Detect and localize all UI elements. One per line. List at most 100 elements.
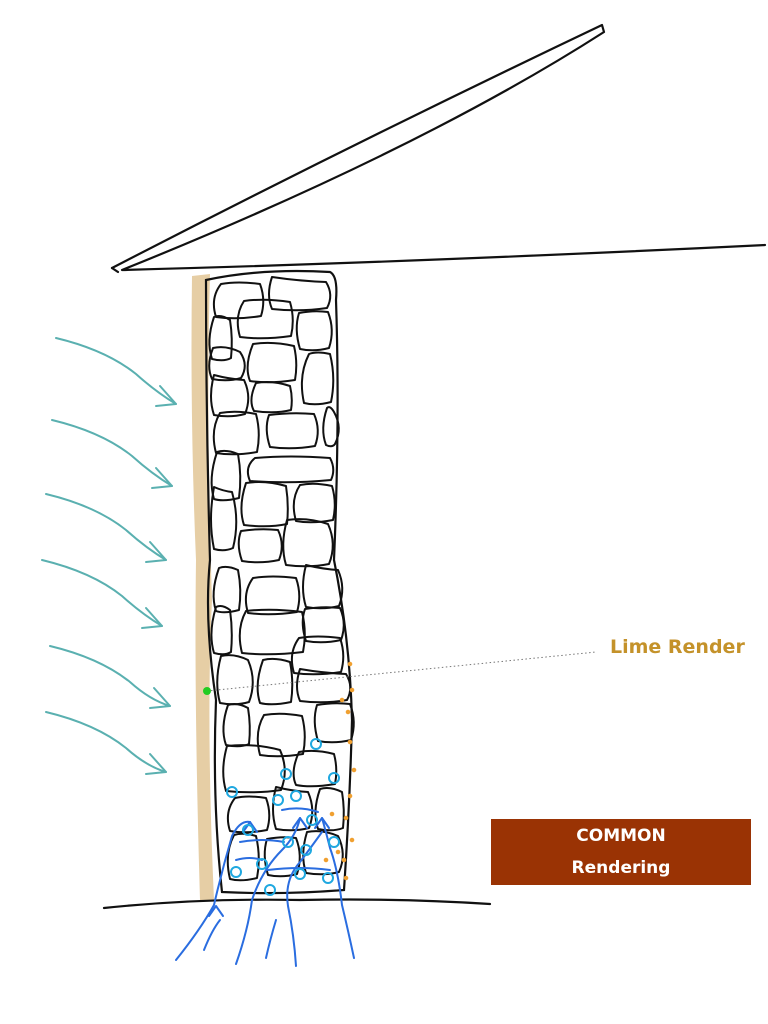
salt-dot	[329, 811, 335, 817]
stone	[265, 412, 319, 450]
moisture-ring	[264, 884, 276, 896]
stone	[302, 564, 344, 610]
salt-dot	[347, 793, 353, 799]
rain-arrow-head	[155, 385, 177, 407]
stone	[222, 744, 286, 794]
rain-arrow-shaft	[45, 711, 167, 773]
salt-dot	[345, 709, 351, 715]
damp-arrow-shaft	[203, 919, 221, 951]
stone	[296, 668, 352, 704]
stone	[282, 518, 334, 568]
rain-arrow-head	[149, 687, 171, 709]
damp-arrow-shaft	[235, 817, 301, 965]
stone	[313, 702, 355, 744]
moisture-ring	[310, 738, 322, 750]
stone	[210, 449, 242, 502]
salt-dot	[341, 857, 347, 863]
moisture-ring	[280, 768, 292, 780]
callout-label: Lime Render	[610, 636, 745, 658]
stone	[238, 608, 306, 656]
moisture-ring	[230, 866, 242, 878]
stone	[256, 712, 306, 758]
rain-arrow-head	[145, 541, 167, 563]
stone	[244, 575, 301, 616]
stone	[226, 795, 271, 834]
salt-dot	[347, 661, 353, 667]
rain-arrow-shaft	[45, 493, 167, 561]
title-box: COMMON Rendering	[491, 819, 751, 885]
stone	[322, 406, 340, 448]
moisture-ring	[242, 824, 254, 836]
title-box-line2: Rendering	[571, 858, 671, 878]
damp-link	[281, 807, 319, 813]
stone	[240, 481, 289, 528]
stone	[208, 315, 233, 362]
stone	[237, 528, 283, 564]
damp-arrow-head	[292, 817, 308, 829]
stone	[208, 346, 246, 382]
stone-pattern	[208, 276, 355, 882]
rain-arrow-shaft	[41, 559, 163, 627]
stone	[300, 351, 335, 406]
rain-arrow-head	[151, 467, 173, 489]
stone	[250, 381, 293, 414]
callout-dot	[203, 687, 211, 695]
ground-line	[102, 898, 492, 910]
stone	[290, 635, 345, 676]
rain-arrow-shaft	[51, 419, 173, 487]
moisture-ring	[282, 836, 294, 848]
salt-dot	[349, 687, 355, 693]
moisture-marks	[226, 738, 340, 896]
stone	[268, 276, 332, 312]
stone	[302, 830, 344, 876]
moisture-ring	[328, 836, 340, 848]
stone	[292, 749, 338, 788]
moisture-ring	[290, 790, 302, 802]
stone	[246, 341, 298, 384]
title-box-line1: COMMON	[576, 826, 666, 846]
damp-link	[239, 839, 285, 843]
moisture-ring	[322, 872, 334, 884]
rain-arrow-shaft	[49, 645, 171, 707]
stone	[314, 787, 345, 832]
stone	[210, 605, 233, 656]
damp-arrow-head	[242, 821, 258, 833]
arrow-right-down-icon	[41, 337, 177, 775]
stone	[210, 374, 250, 418]
rain-arrow-head	[141, 607, 163, 629]
stone	[212, 281, 265, 320]
salt-marks	[323, 661, 357, 881]
stone	[222, 703, 251, 748]
salt-dot	[343, 875, 349, 881]
rain-arrow-head	[145, 753, 167, 775]
wall-outline	[204, 269, 354, 895]
damp-arrow-head	[314, 817, 330, 829]
moisture-ring	[256, 858, 268, 870]
damp-arrow-shaft	[175, 820, 251, 961]
salt-dot	[351, 767, 357, 773]
roof	[110, 23, 767, 274]
stone	[236, 298, 294, 340]
salt-dot	[339, 697, 345, 703]
stone	[256, 657, 294, 706]
salt-dot	[349, 837, 355, 843]
stone	[246, 455, 335, 484]
salt-dot	[335, 849, 341, 855]
rain-arrow-shaft	[55, 337, 177, 405]
callout-leader-line	[206, 651, 597, 692]
damp-arrow-shaft	[265, 919, 277, 959]
moisture-ring	[226, 786, 238, 798]
arrow-up-icon	[175, 807, 355, 967]
stone	[295, 310, 333, 352]
stone	[292, 482, 336, 524]
salt-dot	[343, 815, 349, 821]
stone	[216, 654, 254, 706]
damp-link	[267, 867, 331, 871]
damp-arrow-shaft	[321, 817, 355, 959]
damp-arrow-shaft	[286, 831, 323, 967]
moisture-ring	[306, 814, 318, 826]
salt-dot	[323, 857, 329, 863]
stone	[212, 410, 260, 456]
